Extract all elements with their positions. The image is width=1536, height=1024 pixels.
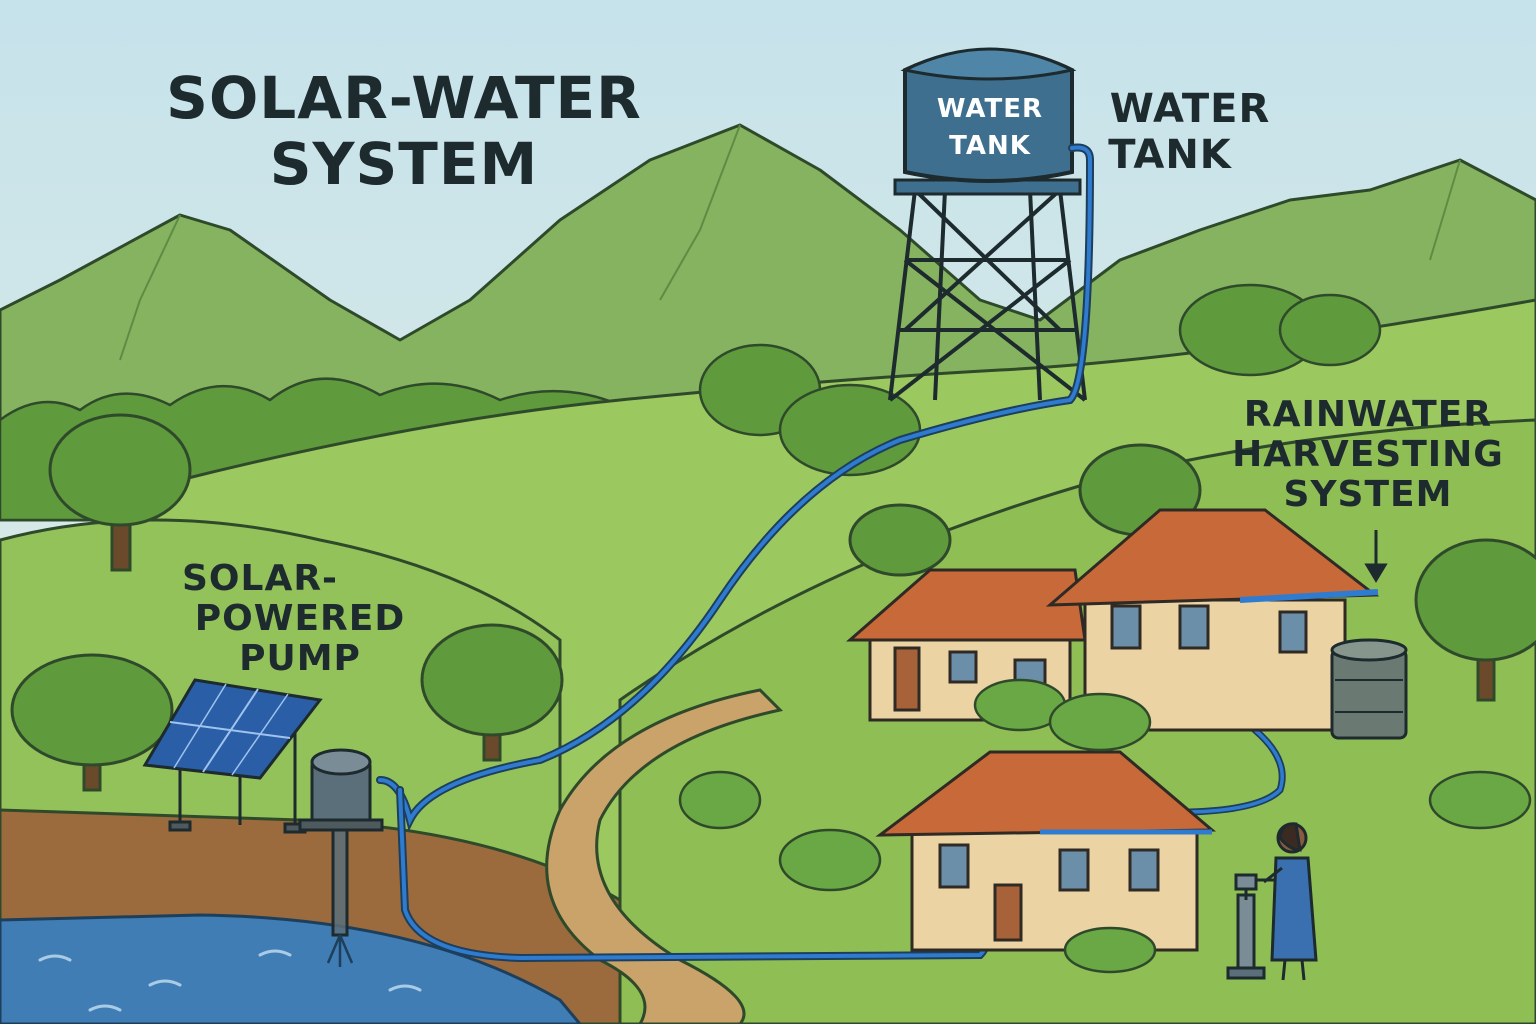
house-icon-large xyxy=(1045,508,1380,732)
house-icon-front xyxy=(875,750,1217,952)
water-tank-label-line2: TANK xyxy=(1108,132,1233,178)
rainwater-label-line1: RAINWATER xyxy=(1244,394,1492,435)
solar-pump-label-line2: POWERED xyxy=(195,598,405,639)
person-icon xyxy=(1263,822,1318,981)
tank-label-line1: WATER xyxy=(937,94,1043,124)
rainwater-label-line2: HARVESTING xyxy=(1232,434,1504,475)
water-tower-icon xyxy=(888,188,1087,402)
water-tank-label-line1: WATER xyxy=(1110,86,1271,132)
page-title-line2: SYSTEM xyxy=(270,130,538,198)
pump-icon xyxy=(298,748,384,967)
tree-right xyxy=(848,443,1536,702)
water-tank-roof xyxy=(900,47,1077,81)
pond xyxy=(0,913,582,1024)
tree-cluster-right xyxy=(698,283,1382,477)
hand-pump-icon xyxy=(1226,873,1275,980)
rain-barrel-icon xyxy=(1330,638,1408,740)
dirt-path xyxy=(545,688,784,1024)
tank-label-line2: TANK xyxy=(949,131,1031,161)
solar-panel-icon xyxy=(142,678,323,834)
bushes xyxy=(678,678,1532,974)
page-title-line1: SOLAR-WATER xyxy=(166,64,642,132)
tree-middle xyxy=(10,623,564,792)
arrow-down-icon xyxy=(1364,530,1388,583)
water-ripples xyxy=(38,949,422,1012)
tree-icon xyxy=(48,413,192,572)
solar-pump-label-line3: PUMP xyxy=(239,638,361,679)
rainwater-label-line3: SYSTEM xyxy=(1284,474,1453,515)
solar-pump-label-line1: SOLAR- xyxy=(182,558,338,599)
